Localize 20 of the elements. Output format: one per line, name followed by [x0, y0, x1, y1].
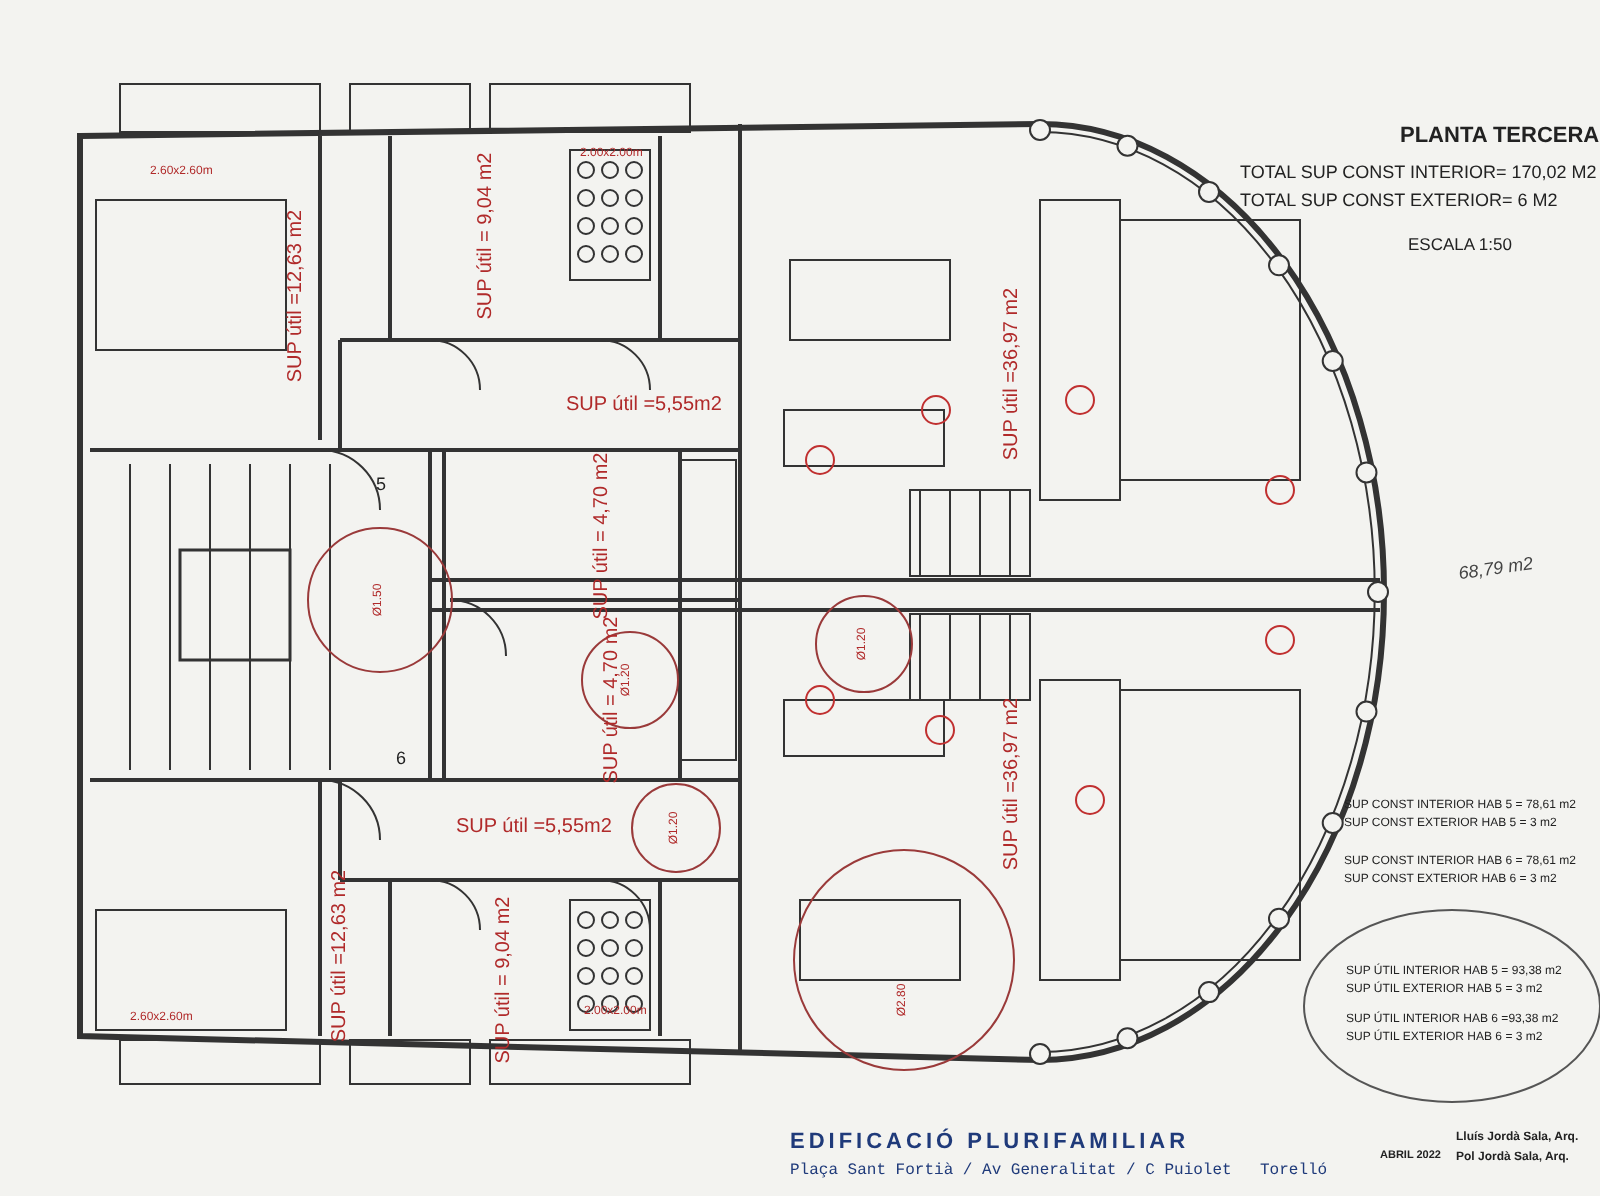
project-title: EDIFICACIÓ PLURIFAMILIAR	[790, 1130, 1190, 1155]
area-label: SUP útil =36,97 m2	[1001, 287, 1023, 461]
plan-title: PLANTA TERCERA	[1400, 124, 1600, 149]
handwritten-note: 68,79 m2	[1457, 555, 1535, 585]
area-note: TOTAL SUP CONST EXTERIOR= 6 M2	[1240, 192, 1558, 212]
room-number: 5	[376, 476, 387, 496]
area-label: SUP útil = 4,70 m2	[601, 616, 623, 784]
address-text: Plaça Sant Fortià / Av Generalitat / C Puiolet	[790, 1164, 1232, 1182]
area-label: SUP útil = 9,04 m2	[493, 896, 515, 1064]
room-number: 6	[396, 750, 407, 770]
area-label: SUP útil =5,55m2	[456, 816, 612, 838]
area-label: SUP útil =12,63 m2	[329, 869, 351, 1043]
area-label: SUP útil = 4,70 m2	[591, 452, 613, 620]
area-label: SUP útil =5,55m2	[566, 394, 722, 416]
area-label: SUP útil = 9,04 m2	[475, 152, 497, 320]
scale-note: ESCALA 1:50	[1408, 236, 1512, 255]
area-label: SUP útil =12,63 m2	[285, 209, 307, 383]
area-label: SUP útil =36,97 m2	[1001, 697, 1023, 871]
town-text: Torelló	[1260, 1164, 1328, 1182]
area-note: TOTAL SUP CONST INTERIOR= 170,02 M2	[1240, 164, 1597, 184]
